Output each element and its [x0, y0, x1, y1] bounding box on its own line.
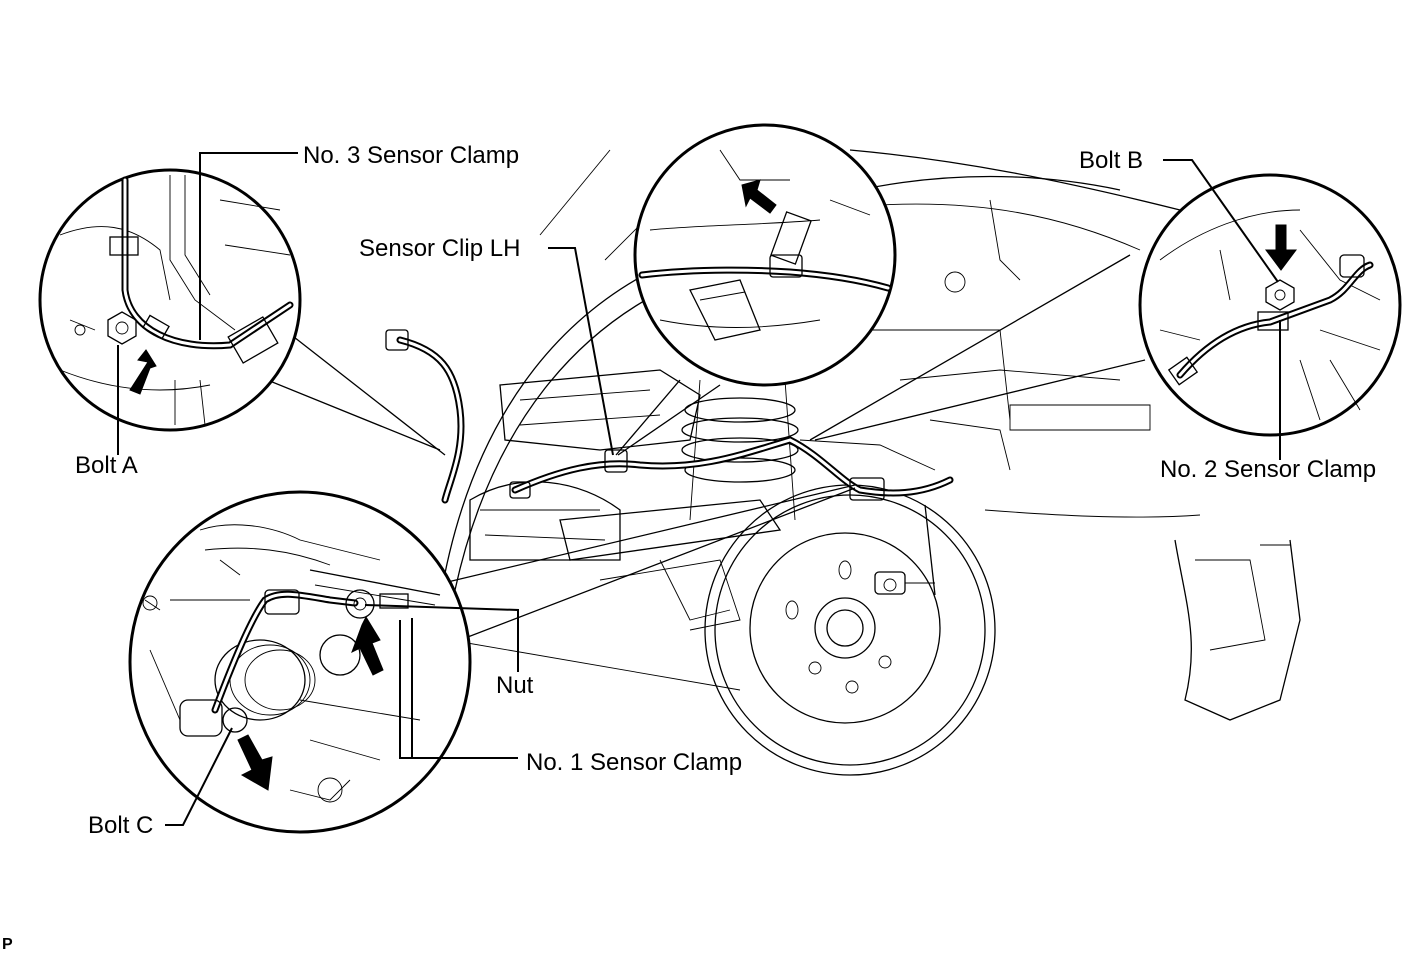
label-bolt-c: Bolt C [88, 812, 154, 839]
arrow-icon [351, 615, 384, 676]
bolt-a-icon [107, 311, 137, 345]
detail-circle-bolt-a [38, 168, 302, 432]
label-nut: Nut [496, 672, 534, 699]
detail-circle-bolt-b [1138, 173, 1402, 437]
label-bolt-a: Bolt A [75, 452, 138, 479]
figure-code: P [2, 936, 13, 953]
arrow-icon [129, 349, 157, 395]
leader-lines [117, 152, 1281, 826]
arrow-icon [1265, 224, 1297, 271]
detail-circle-sensor-clip [633, 123, 897, 387]
label-no1-sensor-clamp: No. 1 Sensor Clamp [526, 749, 743, 776]
sensor-harness [385, 329, 954, 504]
arrow-icon [237, 734, 273, 791]
sensor-clip-icon [769, 211, 812, 278]
label-no3-sensor-clamp: No. 3 Sensor Clamp [303, 142, 520, 169]
coil-spring [681, 379, 799, 521]
label-no2-sensor-clamp: No. 2 Sensor Clamp [1160, 456, 1377, 483]
label-sensor-clip-lh: Sensor Clip LH [359, 235, 521, 262]
detail-circle-bolt-c [128, 490, 472, 834]
nut-icon [345, 589, 375, 619]
arrow-icon [741, 179, 777, 214]
bolt-b-icon [1265, 279, 1295, 311]
bolt-c-icon [179, 699, 248, 737]
vehicle-body-sketch [439, 149, 1301, 721]
label-bolt-b: Bolt B [1079, 147, 1144, 174]
callout-wedges [254, 254, 1146, 641]
no2-clamp-icon [1257, 311, 1289, 331]
